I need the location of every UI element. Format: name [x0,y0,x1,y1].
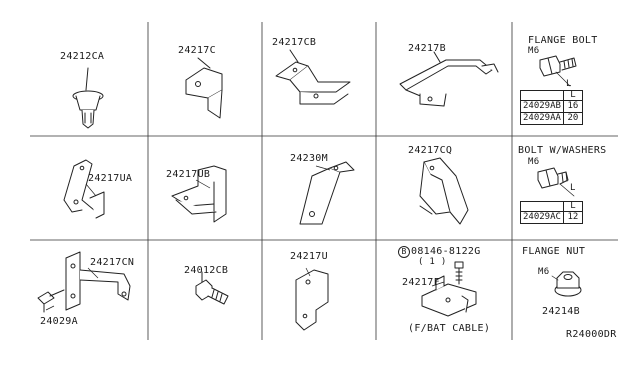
bolt-24012CB-drawing [195,271,229,305]
part-label-24217B: 24217B [408,43,446,54]
flange-nut-drawing [551,271,582,297]
flange-bolt-size: M6 [528,46,540,56]
table-header-cell: L [562,90,583,101]
bracket-24217B-drawing [399,51,499,107]
bolt-washers-title: BOLT W/WASHERS [518,145,607,156]
flange-bolt-drawing [539,55,577,87]
bracket-24217C-drawing [185,57,223,119]
part-label-08146-8122G: 08146-8122G [411,246,481,257]
table-part-cell: 24029AB [520,100,564,113]
bolt-washers-dim-label: L [570,183,576,193]
part-label-24217U: 24217U [290,251,328,262]
bracket-24217UA-drawing [63,159,105,219]
table-value-cell: 16 [562,100,583,113]
bolt-washers-drawing [537,167,575,197]
table-value-cell: 20 [562,112,583,125]
bolt-washers-table: L 24029AC 12 [520,201,583,224]
flange-bolt-title: FLANGE BOLT [528,35,598,46]
bolt-quantity: ( 1 ) [418,257,447,267]
part-label-24217UA: 24217UA [88,173,133,184]
part-label-24217UB: 24217UB [166,169,211,180]
table-header-row: L [520,90,583,101]
part-label-24012CB: 24012CB [184,265,229,276]
bracket-24217UB-drawing [171,165,227,223]
part-label-24217F: 24217F [402,277,440,288]
table-row: 24029AC 12 [520,211,583,224]
bolt-washers-size: M6 [528,157,540,167]
table-part-cell: 24029AA [520,112,564,125]
part-label-24029A: 24029A [40,316,78,327]
bracket-24217CQ-drawing [419,157,469,225]
part-label-24217CQ: 24217CQ [408,145,453,156]
part-label-24214B: 24214B [542,306,580,317]
flange-bolt-table: L 24029AB 16 24029AA 20 [520,90,583,125]
flange-nut-title: FLANGE NUT [522,246,586,257]
bracket-24217F-drawing [421,261,477,317]
bolt-callout-letter: B [401,247,407,256]
bracket-24217CN-drawing [37,251,131,313]
table-row: 24029AA 20 [520,112,583,125]
table-part-cell: 24029AC [520,211,564,224]
bracket-24217CB-drawing [275,49,351,105]
part-label-24217C: 24217C [178,45,216,56]
part-label-24212CA: 24212CA [60,51,105,62]
part-label-24230M: 24230M [290,153,328,164]
usage-note: (F/BAT CABLE) [408,323,491,334]
table-value-cell: 12 [562,211,583,224]
part-label-24217CB: 24217CB [272,37,317,48]
table-header-blank [520,201,564,212]
table-header-cell: L [562,201,583,212]
diagram-code: R24000DR [566,329,617,340]
flange-nut-size: M6 [538,267,550,277]
bolt-callout-marker: B [398,246,410,258]
clip-24212CA-drawing [72,67,104,129]
part-label-24217CN: 24217CN [90,257,135,268]
bracket-24217U-drawing [295,269,329,331]
table-header-row: L [520,201,583,212]
table-header-blank [520,90,564,101]
flange-bolt-dim-label: L [566,79,572,89]
table-row: 24029AB 16 [520,100,583,113]
bracket-24230M-drawing [299,161,355,225]
